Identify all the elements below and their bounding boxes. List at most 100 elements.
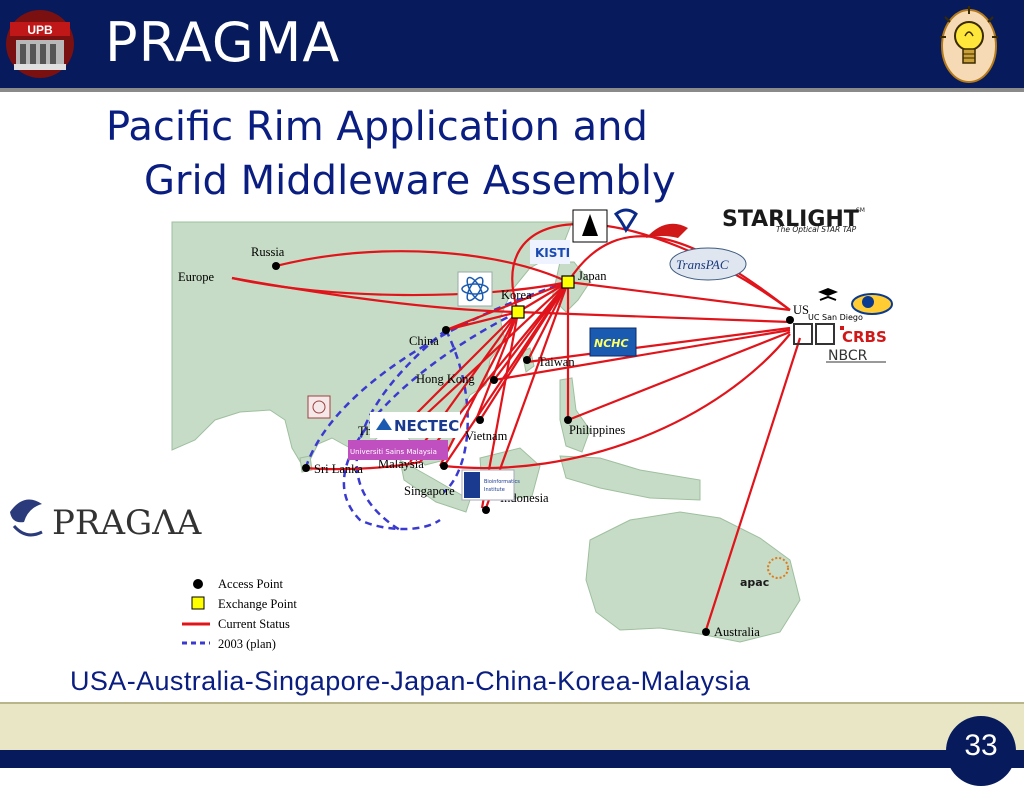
kisti-text: KISTI [535, 246, 570, 260]
link-japan-china [445, 280, 569, 332]
access-point-malaysia [440, 462, 448, 470]
link-korea-china [445, 310, 519, 332]
link-japan-thailand [419, 281, 569, 421]
planned-links [303, 280, 569, 532]
label-hong-kong: Hong Kong [416, 372, 475, 386]
logo-usm: Universiti Sains Malaysia [348, 440, 448, 460]
footer-band [0, 702, 1024, 750]
bii-text-1: Bioinformatics [484, 479, 520, 485]
logo-sdsc-icon [793, 323, 835, 345]
logo-swirl-icon [613, 208, 638, 233]
logo-university-crest [572, 209, 608, 243]
link-australia-us [704, 337, 802, 631]
access-point-sri-lanka [302, 464, 310, 472]
link-malaysia-srilanka [305, 460, 421, 471]
legend-access-point-swatch [193, 579, 203, 589]
footer-bar [0, 750, 1024, 768]
subtitle-line-1: Pacific Rim Application and [106, 104, 648, 150]
logo-crbs: CRBS [840, 326, 887, 346]
exchange-point-japan [561, 275, 575, 289]
planned-link-china-singapore [443, 329, 469, 493]
link-korea-thailand [399, 311, 519, 431]
starlight-tagline: The Optical STAR TAP [776, 225, 857, 234]
upb-building-logo-icon: UPB [6, 10, 74, 78]
exchange-points [511, 275, 575, 319]
access-point-hong-kong [490, 376, 498, 384]
logo-nchc: NCHC [589, 327, 637, 357]
crbs-text: CRBS [842, 328, 887, 346]
landmass-indonesia-east [559, 455, 701, 501]
access-points [272, 262, 794, 636]
logo-bioinformatics-institute: Bioinformatics Institute [461, 469, 520, 501]
link-japan-russia [275, 250, 569, 283]
country-list-caption: USA-Australia-Singapore-Japan-China-Kore… [70, 666, 751, 696]
slide-header: UPB PRAGMA [0, 0, 1024, 92]
logo-transpac: TransPAC [669, 247, 747, 281]
network-map: Russia Europe China Korea Japan Taiwan H… [10, 207, 893, 651]
label-singapore: Singapore [404, 484, 455, 498]
label-vietnam: Vietnam [465, 429, 508, 443]
label-us: US [793, 303, 809, 317]
logo-pragma: PRAGΛA [10, 499, 202, 543]
logo-crest-small [307, 395, 331, 419]
label-malaysia: Malaysia [378, 457, 424, 471]
logo-ucsd: UC San Diego [808, 288, 863, 322]
label-russia: Russia [251, 245, 285, 259]
label-philippines: Philippines [569, 423, 625, 437]
legend: Access Point Exchange Point Current Stat… [182, 577, 297, 651]
nbcr-text: NBCR [828, 348, 868, 364]
ucsd-text: UC San Diego [808, 313, 863, 322]
logo-starlight: STARLIGHT SM The Optical STAR TAP [722, 207, 865, 234]
legend-exchange-point-swatch [191, 596, 205, 610]
logo-nectec: NECTEC [370, 412, 460, 438]
link-singapore-us [443, 333, 791, 470]
slide-subtitle: Pacific Rim Application and Grid Middlew… [106, 100, 806, 208]
logo-globe-icon [851, 293, 893, 315]
transpac-text: TransPAC [676, 257, 729, 272]
link-japan-us [567, 280, 791, 312]
link-hongkong-us [493, 328, 791, 382]
planned-link-japan-srilanka [303, 280, 569, 471]
link-japan-korea [517, 281, 569, 313]
logo-red-wing-icon [646, 223, 688, 238]
link-japan-us-top [567, 235, 791, 311]
exchange-point-korea [511, 305, 525, 319]
link-korea-europe [231, 276, 519, 314]
legend-plan-label: 2003 (plan) [218, 637, 276, 651]
page-number: 33 [964, 729, 998, 762]
apac-text: apac [740, 576, 769, 589]
logo-nbcr: NBCR [826, 348, 886, 364]
label-japan: Japan [578, 269, 607, 283]
access-point-australia [702, 628, 710, 636]
logo-apac: apac [740, 557, 789, 589]
upb-logo-text: UPB [27, 23, 53, 37]
label-sri-lanka: Sri Lanka [314, 462, 363, 476]
slide-title: PRAGMA [105, 11, 341, 74]
planned-link-korea-srilanka [342, 310, 519, 531]
bii-text-2: Institute [484, 487, 505, 493]
label-china: China [409, 334, 439, 348]
link-korea-singapore [439, 311, 519, 467]
subtitle-line-2: Grid Middleware Assembly [144, 158, 676, 204]
legend-current-status-label: Current Status [218, 617, 290, 631]
link-japan-taiwan [526, 281, 569, 363]
label-taiwan: Taiwan [538, 355, 575, 369]
access-point-russia [272, 262, 280, 270]
link-korea-vietnam [474, 311, 520, 421]
landmass-australia [585, 511, 801, 643]
nectec-text: NECTEC [394, 417, 459, 435]
logo-atom-icon [457, 271, 493, 307]
label-australia: Australia [714, 625, 760, 639]
access-point-philippines [564, 416, 572, 424]
legend-exchange-point-label: Exchange Point [218, 597, 297, 611]
planned-link-china-malaysia [355, 329, 447, 532]
starlight-text: STARLIGHT [722, 207, 859, 232]
pragma-logo-text: PRAGΛA [52, 503, 202, 543]
access-point-china [442, 326, 450, 334]
label-europe: Europe [178, 270, 215, 284]
logo-kisti: KISTI [530, 240, 570, 264]
link-korea-us [517, 310, 791, 324]
access-point-vietnam [476, 416, 484, 424]
landmass-philippines [559, 377, 591, 453]
access-point-indonesia [482, 506, 490, 514]
